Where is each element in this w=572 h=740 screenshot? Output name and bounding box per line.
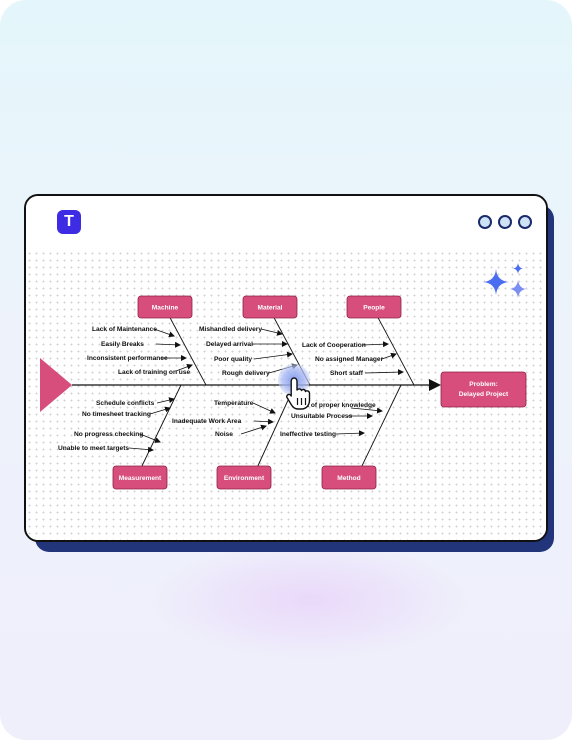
cause-label: No progress checking bbox=[74, 431, 143, 438]
cause-label: No assigned Manager bbox=[315, 356, 384, 363]
window-dot-2[interactable] bbox=[498, 215, 512, 229]
category-environment-label: Environment bbox=[224, 475, 265, 482]
title-bar: T bbox=[26, 196, 546, 252]
problem-label: Delayed Project bbox=[459, 391, 509, 398]
cause-label: Lack of Maintenance bbox=[92, 326, 157, 333]
window-dot-1[interactable] bbox=[478, 215, 492, 229]
window-dot-3[interactable] bbox=[518, 215, 532, 229]
cause-label: Schedule conflicts bbox=[96, 400, 155, 407]
cause-label: Noise bbox=[215, 431, 233, 438]
category-people[interactable]: People bbox=[346, 295, 402, 319]
cause-label: Ineffective testing bbox=[280, 431, 336, 438]
cause-label: Unsuitable Process bbox=[291, 413, 353, 420]
problem-title: Problem: bbox=[469, 381, 498, 388]
category-material[interactable]: Material bbox=[242, 295, 298, 319]
sparkle-icon bbox=[483, 263, 526, 298]
cause-label: Rough delivery bbox=[222, 370, 270, 377]
fish-head-shape bbox=[40, 358, 72, 412]
diagram-canvas[interactable]: Machine Material People Measurement Envi… bbox=[26, 250, 546, 540]
cause-label: Unable to meet targets bbox=[58, 445, 129, 452]
problem-box[interactable]: Problem: Delayed Project bbox=[440, 371, 527, 408]
cause-label: Delayed arrival bbox=[206, 341, 253, 348]
cause-label: Inconsistent performance bbox=[87, 355, 168, 362]
category-machine-label: Machine bbox=[152, 305, 179, 312]
category-measurement-label: Measurement bbox=[119, 475, 162, 482]
app-window: T bbox=[24, 194, 548, 542]
fishbone-diagram: Machine Material People Measurement Envi… bbox=[40, 263, 527, 490]
app-logo[interactable]: T bbox=[57, 210, 81, 234]
cause-label: Inadequate Work Area bbox=[172, 418, 242, 425]
cause-label: No timesheet tracking bbox=[82, 411, 151, 418]
cause-label: Temperature bbox=[214, 400, 254, 407]
category-machine[interactable]: Machine bbox=[137, 295, 193, 319]
category-material-label: Material bbox=[258, 305, 283, 312]
category-measurement[interactable]: Measurement bbox=[112, 465, 168, 490]
cause-label: Lack of training on use bbox=[118, 369, 191, 376]
cause-label: Short staff bbox=[330, 370, 364, 377]
category-method-label: Method bbox=[337, 475, 360, 482]
category-method[interactable]: Method bbox=[321, 465, 377, 490]
cause-label: Lack of proper knowledge bbox=[294, 402, 376, 409]
cause-label: Poor quality bbox=[214, 356, 252, 363]
window-controls bbox=[478, 215, 532, 229]
background-glow bbox=[150, 540, 470, 660]
cause-label: Easily Breaks bbox=[101, 341, 144, 348]
category-people-label: People bbox=[363, 305, 385, 312]
cause-label: Lack of Cooperation bbox=[302, 342, 366, 349]
cause-label: Mishandled delivery bbox=[199, 326, 262, 333]
hand-cursor-icon bbox=[286, 377, 311, 410]
category-environment[interactable]: Environment bbox=[216, 465, 272, 490]
